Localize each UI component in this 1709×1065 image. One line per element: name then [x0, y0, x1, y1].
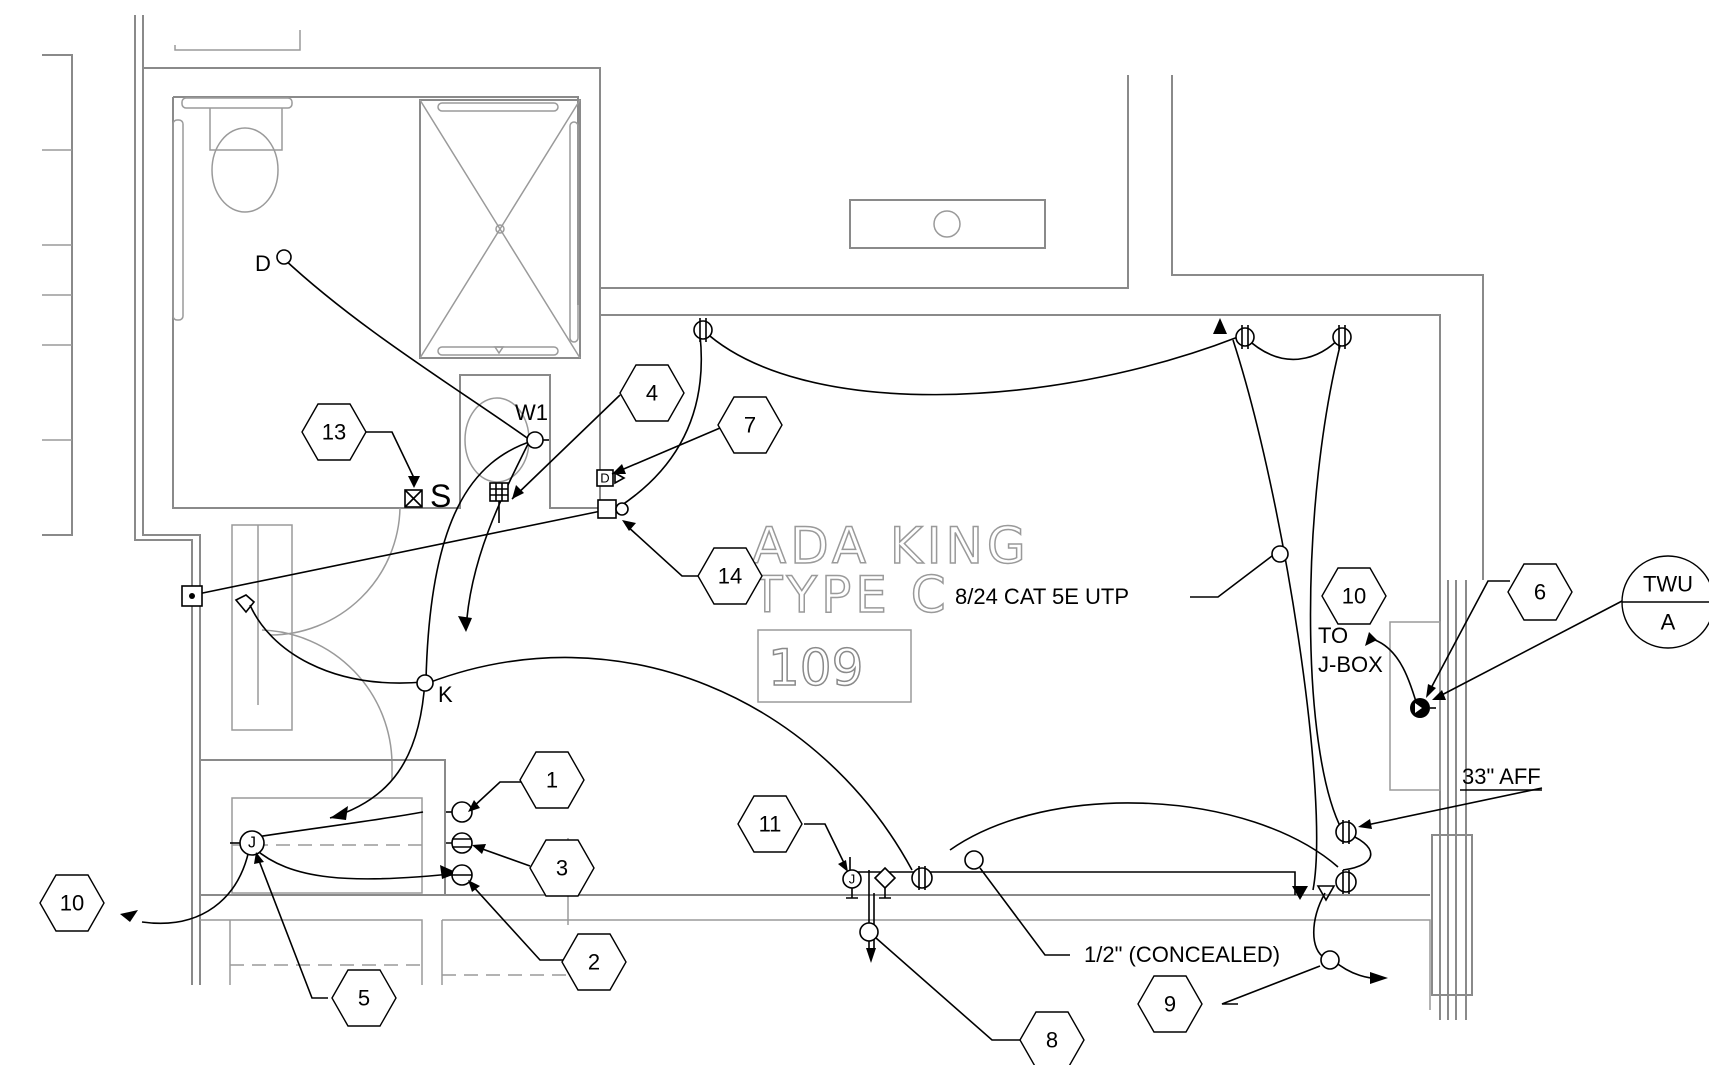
keynote-tags: 13 4 7 14 10 6 1 3 — [39, 364, 1573, 1065]
w1-device-icon — [526, 431, 544, 449]
svg-text:6: 6 — [1534, 580, 1546, 605]
device-label-j: J — [248, 835, 256, 852]
note-concealed: 1/2" (CONCEALED) — [1084, 942, 1280, 967]
receptacle-33aff-icon — [1335, 821, 1357, 843]
svg-text:7: 7 — [744, 413, 756, 438]
tag-11: 11 — [737, 795, 803, 853]
svg-text:5: 5 — [358, 986, 370, 1011]
tag-1: 1 — [519, 751, 585, 809]
svg-text:1: 1 — [546, 768, 558, 793]
diamond-device-icon — [873, 866, 897, 890]
note-aff: 33" AFF — [1462, 764, 1541, 789]
cat5-point-icon — [1271, 545, 1289, 563]
tag-10-left: 10 — [39, 874, 105, 932]
tag-13: 13 — [301, 403, 367, 461]
svg-text:10: 10 — [1342, 584, 1366, 609]
device-label-k: K — [438, 682, 453, 707]
floor-point-9-icon — [1320, 950, 1340, 970]
tag-6: 6 — [1507, 563, 1573, 621]
note-to: TO — [1318, 623, 1348, 648]
twu-bottom-label: A — [1661, 610, 1676, 635]
notes: 8/24 CAT 5E UTP 1/2" (CONCEALED) 33" AFF… — [955, 584, 1542, 967]
svg-text:10: 10 — [60, 891, 84, 916]
receptacle-right-low-icon — [1335, 871, 1357, 893]
receptacle-top-corner-icon — [1332, 327, 1352, 347]
tag-5: 5 — [331, 969, 397, 1027]
device-label-d: D — [255, 251, 271, 276]
svg-text:4: 4 — [646, 381, 658, 406]
note-jbox: J-BOX — [1318, 652, 1383, 677]
svg-text:9: 9 — [1164, 992, 1176, 1017]
svg-text:8: 8 — [1046, 1028, 1058, 1053]
conduit-point-icon — [964, 850, 984, 870]
receptacle-3-icon — [451, 832, 473, 854]
twu-top-label: TWU — [1643, 572, 1693, 597]
svg-text:J: J — [849, 872, 856, 887]
walls — [42, 15, 1484, 1020]
tag-2: 2 — [561, 933, 627, 991]
receptacle-bottom-icon — [911, 867, 933, 889]
tag-3: 3 — [529, 839, 595, 897]
svg-text:2: 2 — [588, 950, 600, 975]
tag-9: 9 — [1137, 975, 1203, 1033]
tag-4: 4 — [619, 364, 685, 422]
tag-14: 14 — [697, 547, 763, 605]
room-number: 109 — [768, 639, 863, 697]
note-cat5: 8/24 CAT 5E UTP — [955, 584, 1129, 609]
room-name-line1: ADA KING — [752, 517, 1030, 575]
receptacle-1-icon — [451, 801, 473, 823]
k-device-icon — [416, 674, 434, 692]
smoke-detector-icon — [276, 249, 292, 265]
wall-box-icon — [597, 499, 617, 519]
room-label: ADA KING TYPE C 109 — [750, 516, 1030, 703]
twu-section-marker: TWU A — [1621, 555, 1709, 649]
door-switch-icon — [234, 594, 256, 614]
svg-text:14: 14 — [718, 564, 742, 589]
door-device-icon — [596, 469, 614, 487]
svg-text:11: 11 — [759, 812, 782, 837]
floor-box-icon — [859, 922, 879, 942]
tag-8: 8 — [1019, 1011, 1085, 1065]
devices: D W1 K J S D — [181, 249, 1436, 970]
device-label-s: S — [430, 478, 451, 514]
device-label-w1: W1 — [515, 400, 548, 425]
svg-text:3: 3 — [556, 856, 568, 881]
data-outlet-icon — [489, 482, 509, 502]
receptacle-top-left-icon — [693, 320, 713, 340]
room-name-line2: TYPE C — [751, 566, 950, 624]
svg-text:13: 13 — [322, 420, 346, 445]
receptacle-top-right-icon — [1235, 327, 1255, 347]
tag-10-top: 10 — [1321, 567, 1387, 625]
arrowheads — [120, 318, 1388, 984]
tag-7: 7 — [717, 396, 783, 454]
room-number-box — [757, 629, 912, 703]
device-label-dev-d: D — [600, 471, 609, 486]
